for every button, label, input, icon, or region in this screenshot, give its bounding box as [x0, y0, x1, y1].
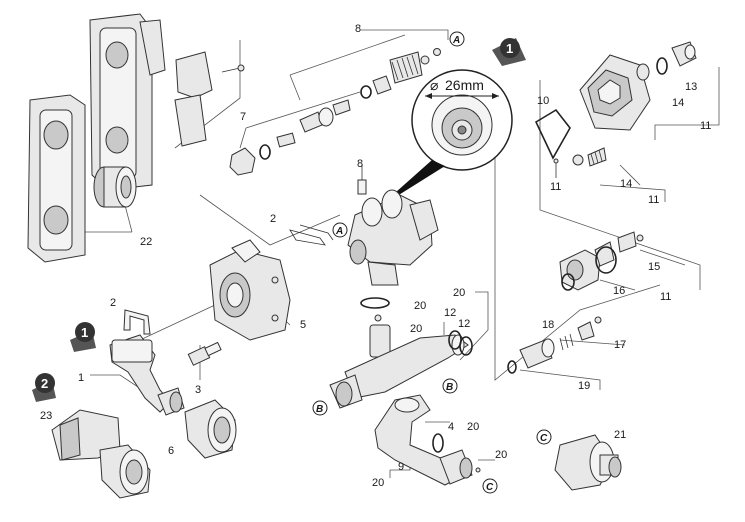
part-8-valve-stack — [360, 48, 441, 99]
callout-16: 16 — [613, 285, 625, 297]
part-16-check-valve — [559, 231, 644, 291]
callout-12-a: 12 — [444, 307, 456, 319]
part-20-outlet-manifold — [329, 297, 473, 409]
callout-10: 10 — [537, 95, 549, 107]
callout-21: 21 — [614, 429, 626, 441]
callout-20-top: 20 — [453, 287, 465, 299]
connector-b-elbow: B — [446, 382, 453, 393]
part-23-inlet-assembly — [51, 409, 151, 499]
callout-15: 15 — [648, 261, 660, 273]
callout-2-center: 2 — [270, 213, 276, 225]
part-9-elbow-outlet — [374, 394, 481, 486]
callout-9: 9 — [398, 461, 404, 473]
part-6-filter — [184, 399, 237, 459]
callout-14-spring: 14 — [620, 178, 632, 190]
callout-6: 6 — [168, 445, 174, 457]
callout-13: 13 — [685, 81, 697, 93]
callout-19: 19 — [578, 380, 590, 392]
callout-20-bottom-left: 20 — [372, 477, 384, 489]
callout-7: 7 — [240, 111, 246, 123]
dimension-label: 26mm — [445, 77, 484, 93]
callout-22: 22 — [140, 236, 152, 248]
callout-11-valve: 11 — [660, 291, 671, 303]
callout-20-elbow: 20 — [467, 421, 479, 433]
variant-badge-2-left: 2 — [32, 373, 56, 402]
part-5-inlet-housing — [209, 239, 291, 341]
part-3-bolt — [187, 341, 222, 366]
callout-23: 23 — [40, 410, 52, 422]
part-10-gasket — [534, 108, 571, 178]
callout-3: 3 — [195, 384, 201, 396]
connector-c-coupling: C — [540, 433, 548, 444]
callout-11-gasket: 11 — [550, 181, 561, 193]
callout-2-left: 2 — [110, 297, 116, 309]
connector-b-pipe: B — [316, 404, 323, 415]
callout-11-spring: 11 — [648, 194, 659, 206]
callout-20-oring: 20 — [414, 300, 426, 312]
part-18-relief-valve — [507, 316, 602, 374]
part-7-fitting — [229, 99, 351, 176]
dimension-magnifier: ⌀ 26mm — [378, 69, 513, 208]
part-21-coupling — [554, 434, 622, 491]
part-22-frame-brackets — [27, 13, 245, 263]
callout-17: 17 — [614, 339, 626, 351]
variant-badge-1-top: 1 — [492, 38, 526, 66]
callout-20-bottom-right: 20 — [495, 449, 507, 461]
callout-4: 4 — [448, 421, 454, 433]
part-11-cylinder-head — [579, 41, 697, 131]
connector-a-body: A — [335, 226, 343, 237]
variant-badge-1-top-label: 1 — [506, 41, 513, 56]
variant-badge-1-left: 1 — [70, 322, 96, 352]
part-1-inlet-pipe — [109, 334, 185, 416]
callout-12-b: 12 — [458, 318, 470, 330]
callout-8-top: 8 — [355, 23, 361, 35]
callout-20-stem: 20 — [410, 323, 422, 335]
connector-c-elbow: C — [486, 482, 494, 493]
callout-5: 5 — [300, 319, 306, 331]
connector-a-top: A — [452, 35, 460, 46]
dimension-symbol: ⌀ — [430, 77, 438, 93]
callout-11-head: 11 — [700, 120, 711, 132]
part-14-spring — [572, 147, 607, 167]
callout-numbers: 1 2 2 3 4 5 6 7 8 8 9 10 11 11 11 11 12 … — [40, 23, 711, 489]
callout-14-head: 14 — [672, 97, 684, 109]
callout-1: 1 — [78, 372, 84, 384]
connector-markers: A A B B C C — [312, 31, 552, 494]
callout-8-body: 8 — [357, 158, 363, 170]
callout-18: 18 — [542, 319, 554, 331]
variant-badge-2-left-label: 2 — [41, 376, 48, 391]
part-2-clip-left — [123, 309, 151, 335]
part-2-clip — [289, 224, 334, 246]
pump-valve-body — [347, 165, 439, 286]
variant-badge-1-left-label: 1 — [81, 325, 88, 340]
